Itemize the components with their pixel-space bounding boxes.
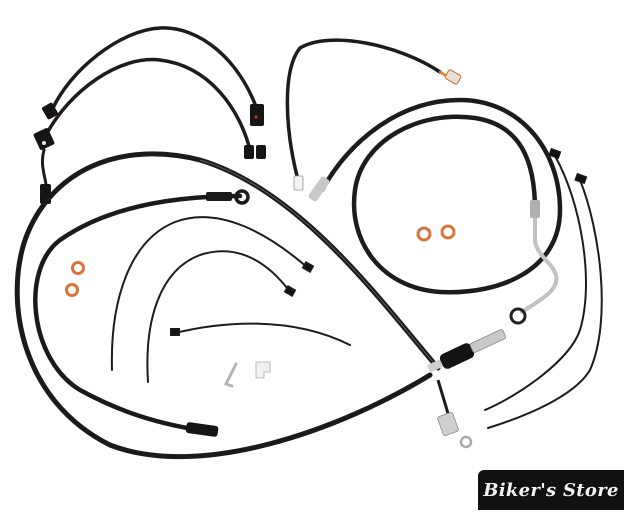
store-watermark: Biker's Store (478, 470, 624, 510)
connector-black-6 (256, 145, 266, 159)
brake-line-loop (319, 97, 563, 314)
washer-2 (440, 224, 456, 240)
white-clip (255, 361, 271, 379)
cable-end-sleeve (185, 422, 219, 437)
wiring-harness-left (40, 26, 260, 187)
harness-wire-short (40, 148, 48, 187)
connector-black-1 (42, 102, 58, 120)
washer-3 (71, 261, 85, 275)
cable-ties-middle (110, 216, 351, 383)
banjo-fitting (509, 307, 527, 325)
clutch-cable-loop (14, 151, 441, 460)
cable-ends (185, 189, 507, 449)
brake-line-fittings (308, 176, 540, 325)
watermark-text: Biker's Store (483, 479, 619, 501)
washer-4 (65, 283, 79, 297)
plastic-clips (223, 361, 271, 388)
cable-adjuster-boot (439, 343, 475, 369)
cable-ties-right (484, 147, 603, 429)
connector-black-2 (33, 128, 55, 150)
washer-1 (416, 226, 432, 242)
connector-black-5 (244, 145, 254, 159)
connector-orange (444, 69, 462, 85)
eyelet-end (234, 189, 250, 205)
metal-clip (223, 362, 238, 388)
harness-wire-lower (44, 57, 252, 152)
connector-white (293, 175, 304, 191)
connector-black-4 (250, 104, 264, 126)
cable-adjuster-chrome (469, 329, 507, 353)
harness-wire-upper (50, 26, 260, 114)
copper-washers (65, 224, 456, 297)
